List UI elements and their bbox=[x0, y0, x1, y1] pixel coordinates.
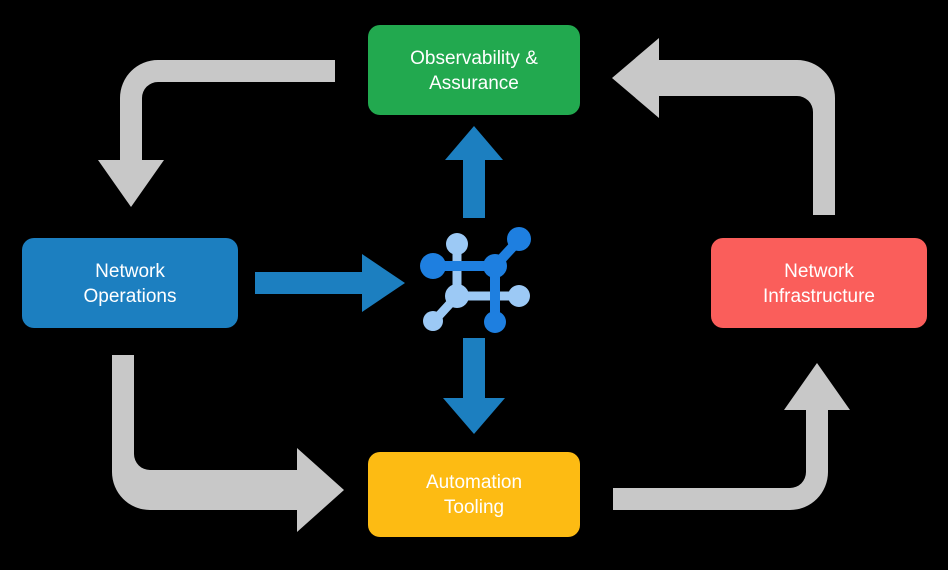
network-icon-light-nodes bbox=[423, 233, 530, 331]
automation-tooling-box[interactable]: Automation Tooling bbox=[368, 452, 580, 537]
cycle-arrow-bottom-left-path bbox=[112, 355, 344, 532]
cycle-arrow-observability-to-operations bbox=[98, 60, 335, 207]
network-operations-box-rect[interactable] bbox=[22, 238, 238, 328]
observability-assurance-box-rect[interactable] bbox=[368, 25, 580, 115]
arrow-center-to-observability-path bbox=[445, 126, 503, 218]
cycle-arrow-top-left-path bbox=[98, 60, 335, 207]
cycle-arrow-top-right-path bbox=[612, 38, 835, 215]
network-infrastructure-box[interactable]: Network Infrastructure bbox=[711, 238, 927, 328]
automation-tooling-box-rect[interactable] bbox=[368, 452, 580, 537]
network-icon-dark-nodes bbox=[420, 227, 531, 333]
network-topology-icon bbox=[420, 227, 531, 333]
network-operations-box[interactable]: Network Operations bbox=[22, 238, 238, 328]
arrow-center-to-automation bbox=[443, 338, 505, 434]
cycle-arrow-automation-to-infrastructure bbox=[613, 363, 850, 510]
cycle-arrow-bottom-right-path bbox=[613, 363, 850, 510]
cycle-arrow-infrastructure-to-observability bbox=[612, 38, 835, 215]
arrow-operations-to-center bbox=[255, 254, 405, 312]
arrow-operations-to-center-path bbox=[255, 254, 405, 312]
observability-assurance-box[interactable]: Observability & Assurance bbox=[368, 25, 580, 115]
arrow-center-to-observability bbox=[445, 126, 503, 218]
network-infrastructure-box-rect[interactable] bbox=[711, 238, 927, 328]
cycle-arrow-operations-to-automation bbox=[112, 355, 344, 532]
arrow-center-to-automation-path bbox=[443, 338, 505, 434]
